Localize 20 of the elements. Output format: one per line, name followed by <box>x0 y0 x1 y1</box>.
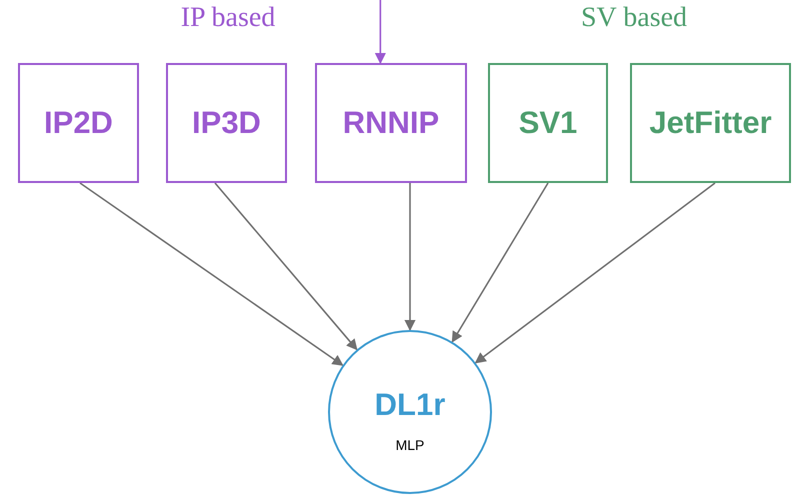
model-type: MLP <box>396 437 424 453</box>
model-name: SV1 <box>518 105 578 141</box>
input-box <box>166 63 287 183</box>
arrow <box>214 182 358 350</box>
model-name: DL1r <box>374 387 446 423</box>
group-heading: SV based <box>580 2 688 34</box>
model-name: RNNIP <box>342 105 440 141</box>
input-box <box>18 63 139 183</box>
model-name: IP2D <box>44 105 113 141</box>
group-heading: IP based <box>180 2 276 34</box>
model-name: IP3D <box>192 105 261 141</box>
model-name: JetFitter <box>649 105 772 141</box>
arrow <box>474 182 716 364</box>
input-box <box>315 63 467 183</box>
input-box <box>630 63 791 183</box>
input-box <box>488 63 608 183</box>
arrow <box>80 182 344 366</box>
arrow <box>404 183 416 332</box>
arrow <box>374 0 386 64</box>
arrow <box>452 182 549 343</box>
